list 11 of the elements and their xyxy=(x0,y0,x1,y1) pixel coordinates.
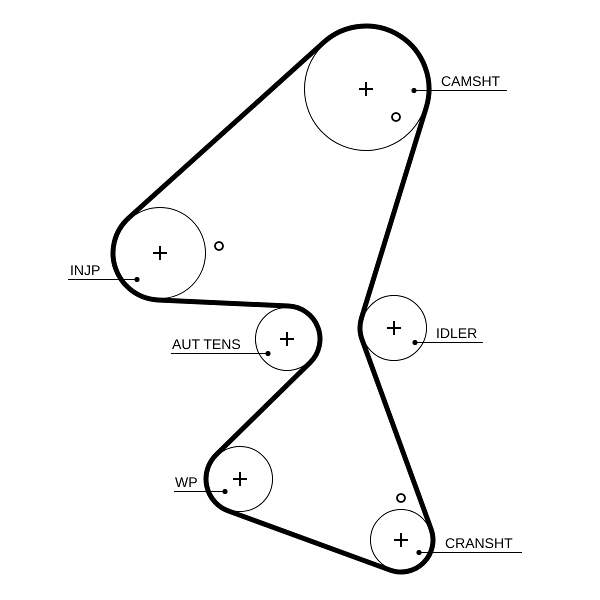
part-label: WP xyxy=(174,474,204,492)
part-label: INJP xyxy=(68,262,110,280)
part-label: CRANSHT xyxy=(440,535,522,553)
part-label: AUT TENS xyxy=(171,336,253,354)
leader-line xyxy=(252,350,271,356)
part-label: CAMSHT xyxy=(436,73,507,91)
leader-line xyxy=(416,550,440,556)
part-label: IDLER xyxy=(432,325,483,343)
leader-line xyxy=(412,340,432,346)
leader-line xyxy=(204,488,228,494)
leader-line xyxy=(411,88,436,94)
